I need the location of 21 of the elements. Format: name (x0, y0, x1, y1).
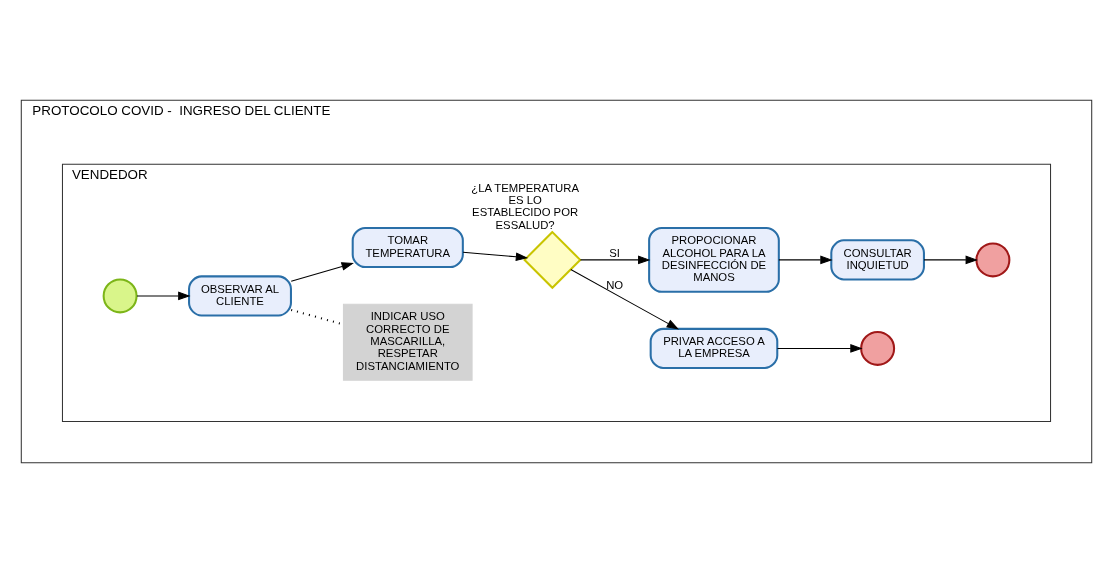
node-box: PRIVAR ACCESO A LA EMPRESA (649, 327, 779, 369)
node-box: PROPOCIONAR ALCOHOL PARA LA DESINFECCIÓN DE MANOS (648, 226, 780, 293)
node-box: OBSERVAR AL CLIENTE (188, 274, 292, 316)
arrow (923, 255, 978, 264)
node-box: INDICAR USO CORRECTO DE MASCARILLA, RESPETAR DISTANCIAMIENTO (342, 303, 473, 381)
arrow (136, 291, 191, 300)
arrow (579, 255, 651, 264)
node-circle (102, 277, 138, 313)
node-box: CONSULTAR INQUIETUD (830, 238, 925, 280)
node-diamond (523, 230, 582, 289)
arrow (778, 255, 833, 264)
arrow (462, 251, 529, 261)
arrow (570, 268, 679, 330)
node-label: ¿LA TEMPERATURA ES LO ESTABLECIDO POR ESSALUD? (471, 181, 579, 231)
node-box: TOMAR TEMPERATURA (351, 226, 464, 268)
edge-label: SI (609, 246, 620, 259)
arrow (290, 261, 354, 282)
arrow (776, 343, 863, 353)
node-circle (860, 330, 896, 366)
node-circle (975, 241, 1011, 277)
edge-label: NO (606, 278, 624, 290)
